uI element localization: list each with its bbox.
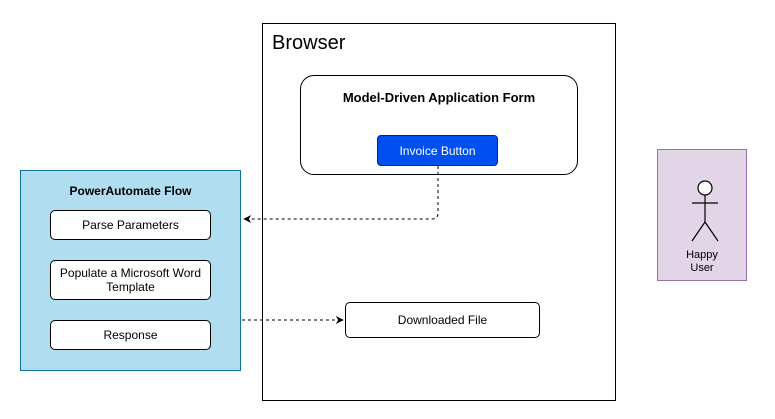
- user-label-line1: Happy: [686, 249, 718, 261]
- browser-title: Browser: [272, 32, 346, 54]
- stick-figure-icon: [691, 180, 719, 242]
- parse-parameters-step: Parse Parameters: [50, 210, 211, 240]
- power-automate-flow-title: PowerAutomate Flow: [69, 184, 192, 198]
- downloaded-file-box: Downloaded File: [345, 302, 540, 338]
- populate-word-template-step: Populate a Microsoft Word Template: [50, 260, 211, 300]
- form-title: Model-Driven Application Form: [342, 90, 536, 105]
- invoice-to-flow-connector: [243, 166, 439, 223]
- user-container: [657, 149, 747, 281]
- invoice-button[interactable]: Invoice Button: [377, 135, 498, 166]
- user-label: Happy User: [657, 249, 747, 275]
- response-step: Response: [50, 320, 211, 350]
- user-label-line2: User: [690, 262, 714, 274]
